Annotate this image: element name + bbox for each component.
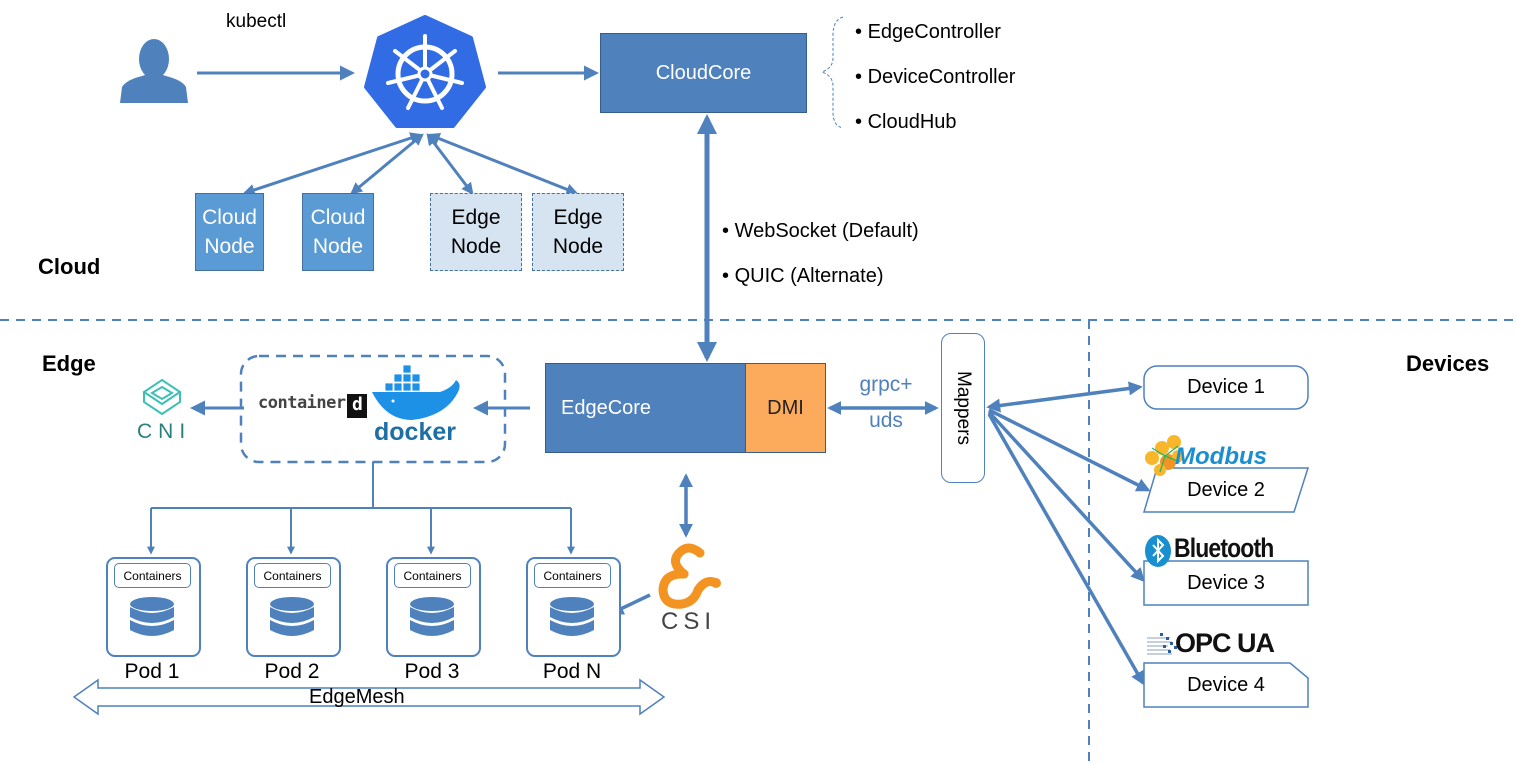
- csi-icon: [658, 543, 721, 609]
- edge-node-1-line2: Node: [450, 235, 502, 258]
- module-edgecontroller: EdgeController: [855, 10, 1015, 55]
- device-4[interactable]: Device 4: [1144, 663, 1308, 707]
- csi-dot: [711, 578, 721, 588]
- bluetooth-logo-text: Bluetooth: [1174, 533, 1274, 563]
- pod-3[interactable]: Containers: [386, 557, 481, 657]
- mappers-to-devices-arrows: [986, 381, 1151, 686]
- modbus-logo-text: Modbus: [1175, 443, 1267, 470]
- opcua-logo-text: OPC UA: [1175, 628, 1275, 658]
- edgecore-label: EdgeCore: [561, 396, 652, 419]
- k8s-cloudnode1-arrow: [242, 132, 423, 196]
- edgecore-box[interactable]: EdgeCore: [545, 363, 747, 453]
- protocol-list: WebSocket (Default) QUIC (Alternate): [722, 209, 919, 299]
- mappers-box[interactable]: Mappers: [941, 333, 985, 483]
- device-4-shape: [1143, 662, 1309, 708]
- pod-n-label: Pod N: [542, 660, 602, 683]
- modules-brace: [820, 16, 844, 129]
- dmi-box[interactable]: DMI: [745, 363, 826, 453]
- edgemesh-arrow-shape: [72, 678, 666, 716]
- protocol-quic: QUIC (Alternate): [722, 254, 919, 299]
- edgemesh-label: EdgeMesh: [309, 686, 405, 708]
- dmi-label: DMI: [767, 396, 804, 419]
- section-label-devices: Devices: [1406, 351, 1490, 376]
- pod-1-database-icon: [130, 597, 174, 636]
- pod-n[interactable]: Containers: [526, 557, 621, 657]
- kubectl-label: kubectl: [226, 11, 287, 32]
- section-label-edge: Edge: [42, 351, 96, 376]
- edge-node-2-line2: Node: [552, 235, 604, 258]
- pod-1-containers: Containers: [114, 563, 191, 588]
- device-4-label: Device 4: [1187, 673, 1265, 696]
- device-3-shape: [1143, 560, 1309, 606]
- cloudcore-label: CloudCore: [655, 61, 752, 84]
- runtime-to-pods-tree: [147, 462, 575, 555]
- csi-label: CSI: [661, 608, 717, 635]
- pod-n-database-icon: [550, 597, 594, 636]
- device-1-label: Device 1: [1187, 376, 1265, 398]
- mappers-label: Mappers: [953, 371, 975, 445]
- protocol-websocket: WebSocket (Default): [722, 209, 919, 254]
- cloud-node-2-line2: Node: [312, 235, 364, 258]
- cloud-node-1-line1: Cloud: [202, 206, 257, 229]
- kubernetes-icon: [364, 15, 486, 128]
- device-3-label: Device 3: [1187, 571, 1265, 594]
- uds-label: uds: [869, 409, 903, 432]
- module-cloudhub: CloudHub: [855, 100, 1015, 145]
- pod-2-database-icon: [270, 597, 314, 636]
- modbus-icon: [1145, 435, 1184, 476]
- k8s-cloudnode2-arrow: [350, 133, 424, 195]
- cloudcore-modules-list: EdgeController DeviceController CloudHub: [855, 10, 1016, 145]
- pod-1[interactable]: Containers: [106, 557, 201, 657]
- pod-2-label: Pod 2: [264, 660, 320, 683]
- device-2-label: Device 2: [1187, 478, 1265, 501]
- pod-1-label: Pod 1: [124, 660, 180, 683]
- cni-icon: [142, 378, 182, 416]
- docker-icon: [372, 364, 460, 420]
- device-3[interactable]: Device 3: [1144, 561, 1308, 605]
- cloud-node-2-line1: Cloud: [310, 206, 366, 229]
- pod-2[interactable]: Containers: [246, 557, 341, 657]
- pod-n-containers: Containers: [534, 563, 611, 588]
- edge-node-2-line1: Edge: [553, 206, 603, 229]
- pod-2-containers: Containers: [254, 563, 331, 588]
- cloudcore-box[interactable]: CloudCore: [600, 33, 807, 113]
- k8s-edgenode2-arrow: [427, 132, 579, 196]
- device-2-shape: [1142, 467, 1310, 513]
- pod-3-database-icon: [410, 597, 454, 636]
- bluetooth-icon: [1145, 535, 1171, 567]
- grpc-uds-label: grpc+ uds: [846, 367, 926, 439]
- opcua-icon: [1147, 633, 1177, 655]
- docker-logo-text: docker: [374, 418, 456, 446]
- containerd-d-box: [347, 394, 367, 418]
- device-1[interactable]: Device 1: [1144, 366, 1308, 409]
- user-icon: [120, 39, 188, 103]
- device-2[interactable]: Device 2: [1148, 468, 1304, 512]
- containerd-logo: container: [258, 393, 346, 413]
- pod-3-label: Pod 3: [404, 660, 460, 683]
- cloud-node-1-line2: Node: [204, 235, 255, 258]
- pod-3-containers: Containers: [394, 563, 471, 588]
- containerd-d-letter: d: [352, 394, 363, 415]
- module-devicecontroller: DeviceController: [855, 55, 1016, 100]
- cni-label: CNI: [137, 420, 192, 443]
- section-label-cloud: Cloud: [38, 254, 101, 279]
- grpc-label: grpc+: [859, 373, 913, 396]
- device-1-shape: [1143, 365, 1309, 410]
- edge-node-1-line1: Edge: [451, 206, 501, 229]
